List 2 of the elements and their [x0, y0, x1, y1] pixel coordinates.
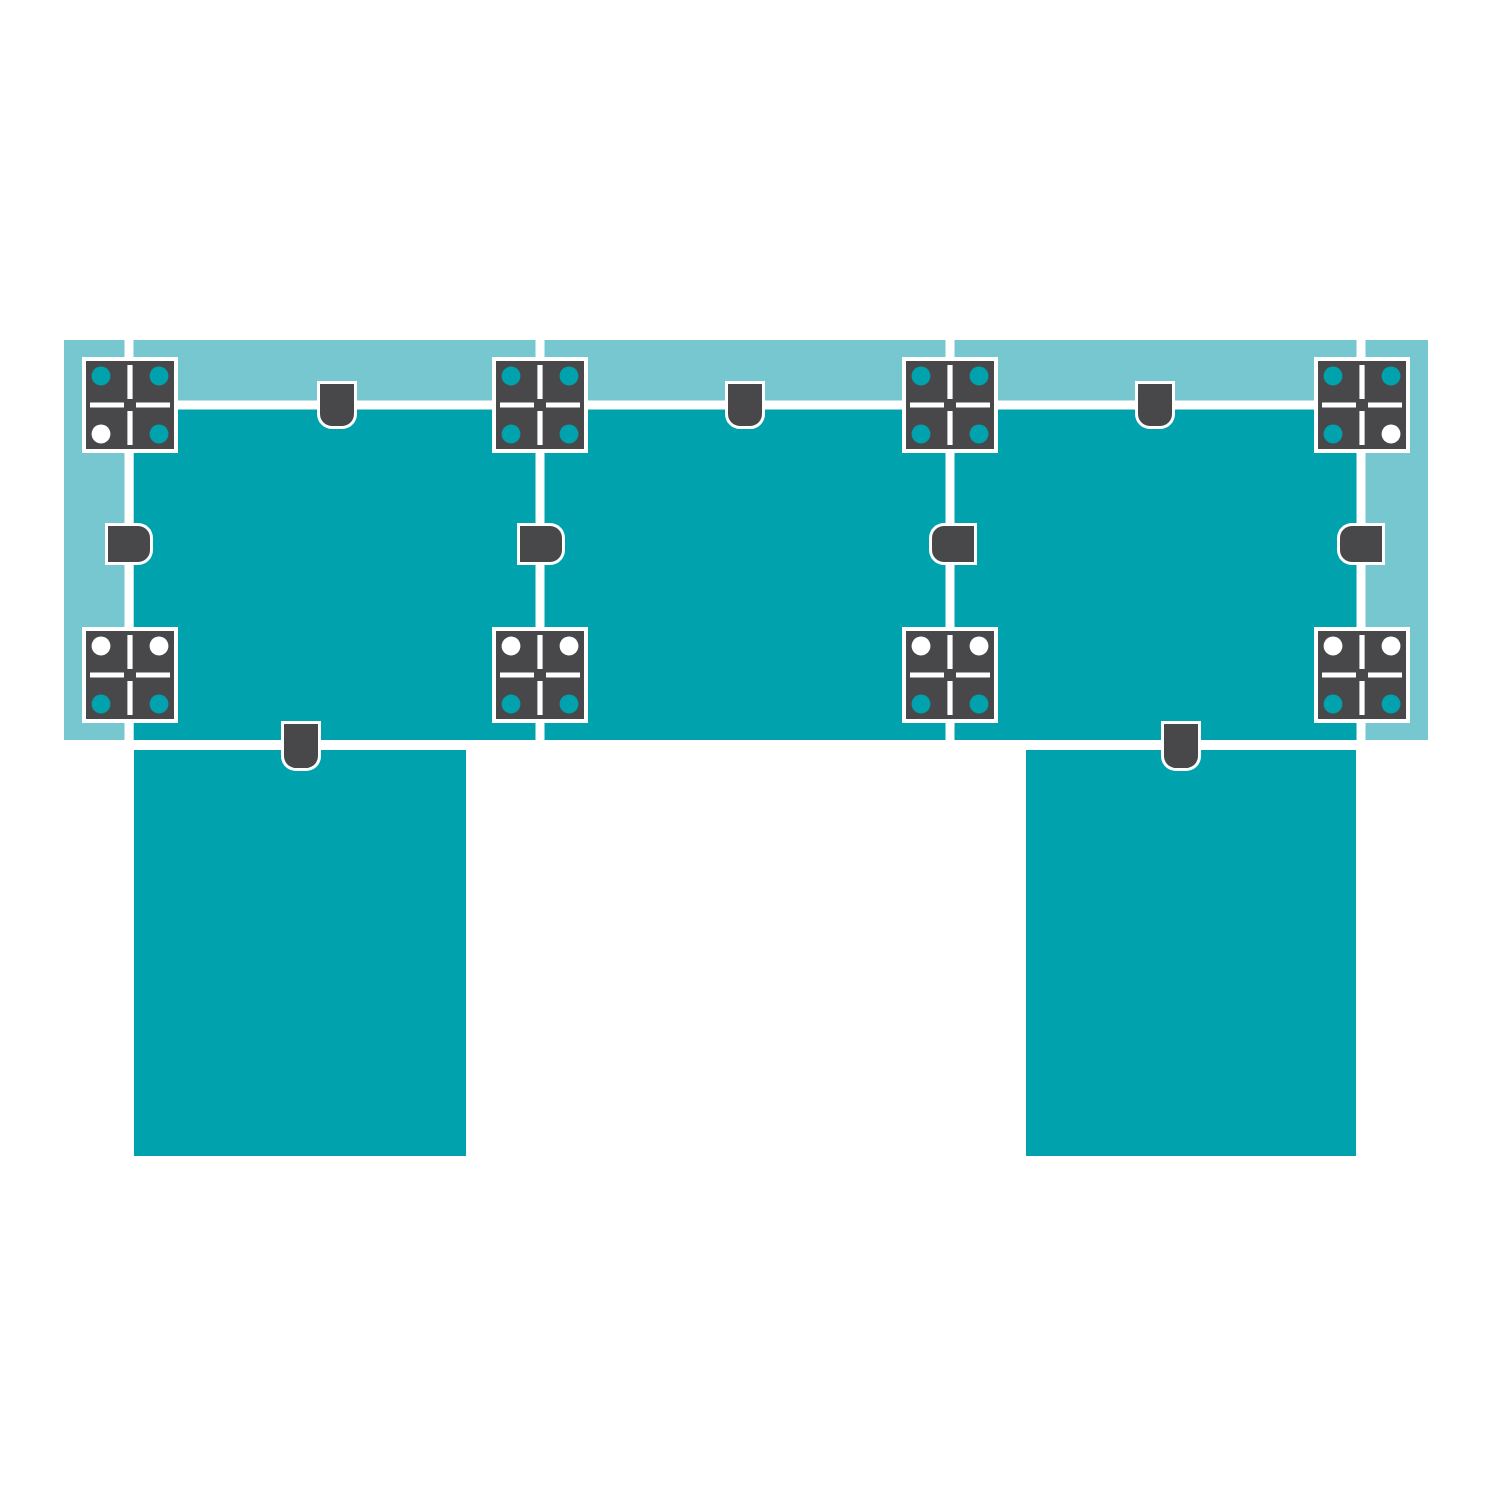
desk-panel [1026, 750, 1356, 1156]
desk-panel [134, 750, 466, 1156]
